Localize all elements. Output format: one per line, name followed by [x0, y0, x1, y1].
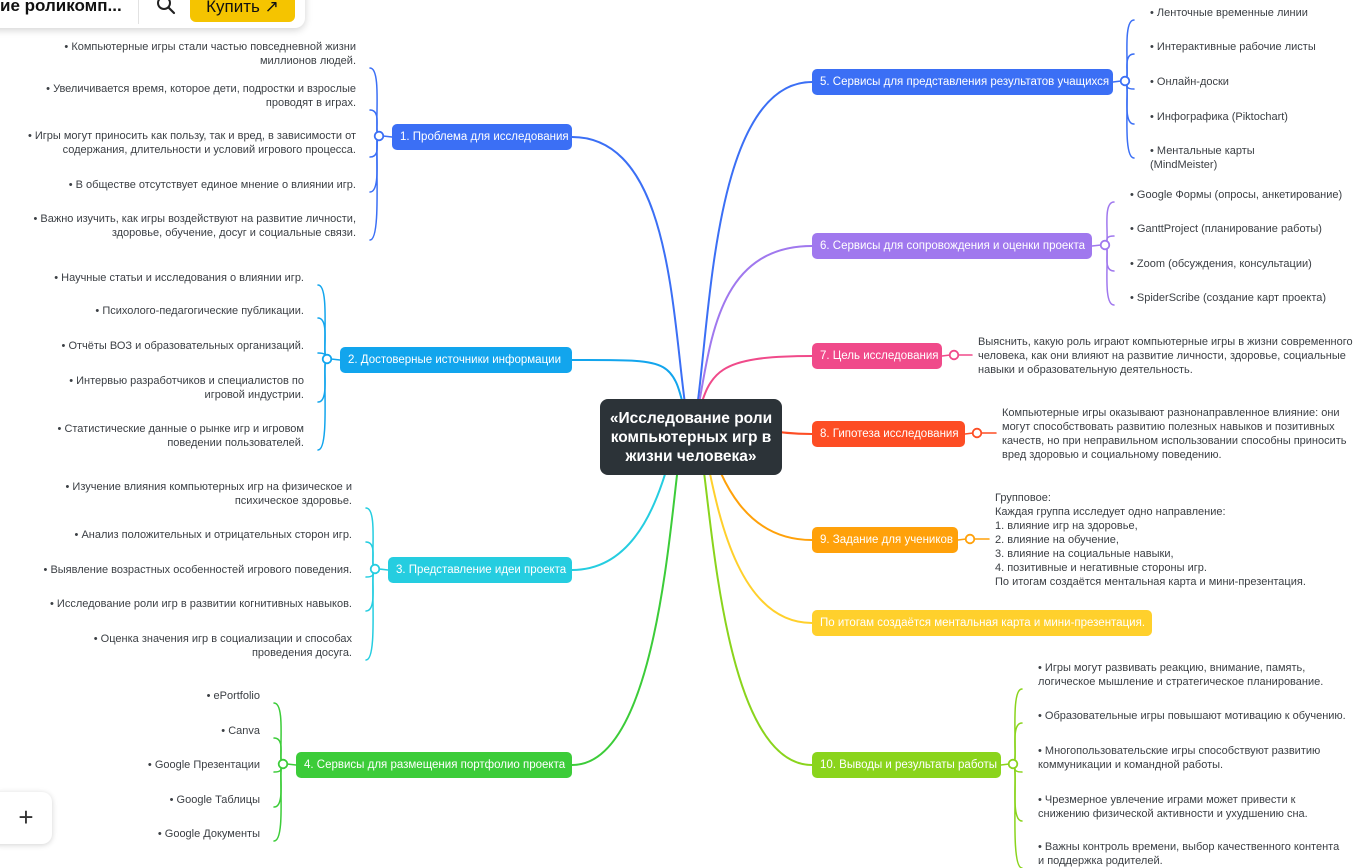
branch-connector: [690, 429, 813, 766]
leaf-item[interactable]: • Выявление возрастных особенностей игро…: [43, 564, 352, 576]
collapse-toggle[interactable]: [277, 758, 289, 770]
branch-note[interactable]: Групповое: Каждая группа исследует одно …: [995, 492, 1306, 588]
branch-node-11[interactable]: 10. Выводы и результаты работы: [812, 752, 1001, 778]
leaf-item[interactable]: • Онлайн-доски: [1150, 76, 1229, 88]
branch-note[interactable]: Выяснить, какую роль играют компьютерные…: [978, 336, 1353, 376]
leaf-item[interactable]: • Важно изучить, как игры воздействуют н…: [33, 213, 356, 239]
leaf-item[interactable]: • Google Таблицы: [169, 794, 260, 806]
branch-node-10[interactable]: По итогам создаётся ментальная карта и м…: [812, 610, 1152, 636]
leaf-item[interactable]: • Игры могут развивать реакцию, внимание…: [1038, 662, 1324, 688]
node-stub: [378, 568, 389, 571]
toolbar-divider: [138, 0, 139, 24]
branch-node-3[interactable]: 3. Представление идеи проекта: [388, 557, 572, 583]
leaf-item[interactable]: • Интервью разработчиков и специалистов …: [69, 375, 304, 401]
leaf-item[interactable]: • Анализ положительных и отрицательных с…: [74, 529, 352, 541]
leaf-connector: [1104, 244, 1115, 306]
collapse-toggle[interactable]: [1007, 758, 1019, 770]
leaf-item[interactable]: • Психолого-педагогические публикации.: [95, 305, 304, 317]
leaf-item[interactable]: • Увеличивается время, которое дети, под…: [46, 83, 356, 109]
collapse-toggle[interactable]: [321, 353, 333, 365]
leaf-item[interactable]: • Инфографика (Piktochart): [1150, 111, 1288, 123]
collapse-toggle[interactable]: [373, 130, 385, 142]
leaf-connector: [317, 358, 328, 451]
leaf-item[interactable]: • Многопользовательские игры способствую…: [1038, 745, 1321, 771]
leaf-item[interactable]: • Чрезмерное увлечение играми может прив…: [1038, 794, 1308, 820]
leaf-item[interactable]: • ePortfolio: [206, 690, 260, 702]
leaf-connector: [365, 568, 376, 661]
document-title[interactable]: ие роликомп...: [0, 0, 122, 15]
branch-connector: [571, 425, 692, 766]
branch-node-5[interactable]: 5. Сервисы для представления результатов…: [812, 69, 1113, 95]
leaf-item[interactable]: • Google Формы (опросы, анкетирование): [1130, 189, 1343, 201]
leaf-item[interactable]: • Исследование роли игр в развитии когни…: [50, 598, 352, 610]
leaf-item[interactable]: • Образовательные игры повышают мотиваци…: [1038, 710, 1346, 722]
branch-node-6[interactable]: 6. Сервисы для сопровождения и оценки пр…: [812, 233, 1092, 259]
leaf-item[interactable]: • Ментальные карты (MindMeister): [1150, 145, 1255, 171]
leaf-item[interactable]: • Компьютерные игры стали частью повседн…: [64, 41, 356, 67]
node-stub: [964, 432, 974, 435]
node-stub: [957, 538, 967, 541]
node-stub: [1112, 80, 1122, 83]
leaf-item[interactable]: • Zoom (обсуждения, консультации): [1130, 258, 1312, 270]
node-stub: [1091, 244, 1102, 247]
leaf-item[interactable]: • Canva: [221, 725, 260, 737]
node-stub: [286, 763, 297, 766]
leaf-item[interactable]: • Google Документы: [157, 828, 260, 840]
leaf-item[interactable]: • Google Презентации: [147, 759, 260, 771]
collapse-toggle[interactable]: [1119, 75, 1131, 87]
branch-node-8[interactable]: 8. Гипотеза исследования: [812, 421, 965, 447]
buy-button[interactable]: Купить ↗: [190, 0, 295, 22]
leaf-item[interactable]: • Научные статьи и исследования о влияни…: [54, 272, 304, 284]
node-stub: [330, 358, 341, 361]
leaf-item[interactable]: • Статистические данные о рынке игр и иг…: [57, 423, 304, 449]
node-stub: [1000, 763, 1010, 766]
search-icon[interactable]: [155, 0, 177, 16]
leaf-item[interactable]: • В обществе отсутствует единое мнение о…: [68, 179, 356, 191]
branch-node-4[interactable]: 4. Сервисы для размещения портфолио прое…: [296, 752, 572, 778]
leaf-connector: [273, 763, 284, 842]
leaf-item[interactable]: • Важны контроль времени, выбор качестве…: [1038, 841, 1340, 867]
collapse-toggle[interactable]: [369, 563, 381, 575]
branch-node-9[interactable]: 9. Задание для учеников: [812, 527, 958, 553]
collapse-toggle[interactable]: [971, 427, 983, 439]
branch-node-2[interactable]: 2. Достоверные источники информации: [340, 347, 572, 373]
add-node-button[interactable]: +: [0, 792, 52, 844]
collapse-toggle[interactable]: [964, 533, 976, 545]
leaf-item[interactable]: • Изучение влияния компьютерных игр на ф…: [65, 481, 353, 507]
central-topic[interactable]: «Исследование роли компьютерных игр в жи…: [600, 399, 782, 475]
leaf-item[interactable]: • Оценка значения игр в социализации и с…: [93, 633, 352, 659]
leaf-item[interactable]: • Отчёты ВОЗ и образовательных организац…: [61, 340, 304, 352]
branch-note[interactable]: Компьютерные игры оказывают разнонаправл…: [1002, 407, 1347, 461]
collapse-toggle[interactable]: [1099, 239, 1111, 251]
leaf-item[interactable]: • GanttProject (планирование работы): [1130, 223, 1322, 235]
collapse-toggle[interactable]: [948, 349, 960, 361]
branch-connector: [571, 136, 692, 438]
leaf-item[interactable]: • Игры могут приносить как пользу, так и…: [27, 130, 356, 156]
top-toolbar: ие роликомп... Купить ↗: [0, 0, 305, 28]
leaf-item[interactable]: • Интерактивные рабочие листы: [1150, 41, 1316, 53]
node-stub: [382, 135, 393, 138]
leaf-item[interactable]: • Ленточные временные линии: [1150, 7, 1308, 19]
node-stub: [941, 354, 951, 357]
leaf-connector: [1104, 201, 1115, 246]
leaf-item[interactable]: • SpiderScribe (создание карт проекта): [1130, 292, 1327, 304]
leaf-connector: [1124, 80, 1135, 159]
branch-node-1[interactable]: 1. Проблема для исследования: [392, 124, 572, 150]
branch-node-7[interactable]: 7. Цель исследования: [812, 343, 942, 369]
